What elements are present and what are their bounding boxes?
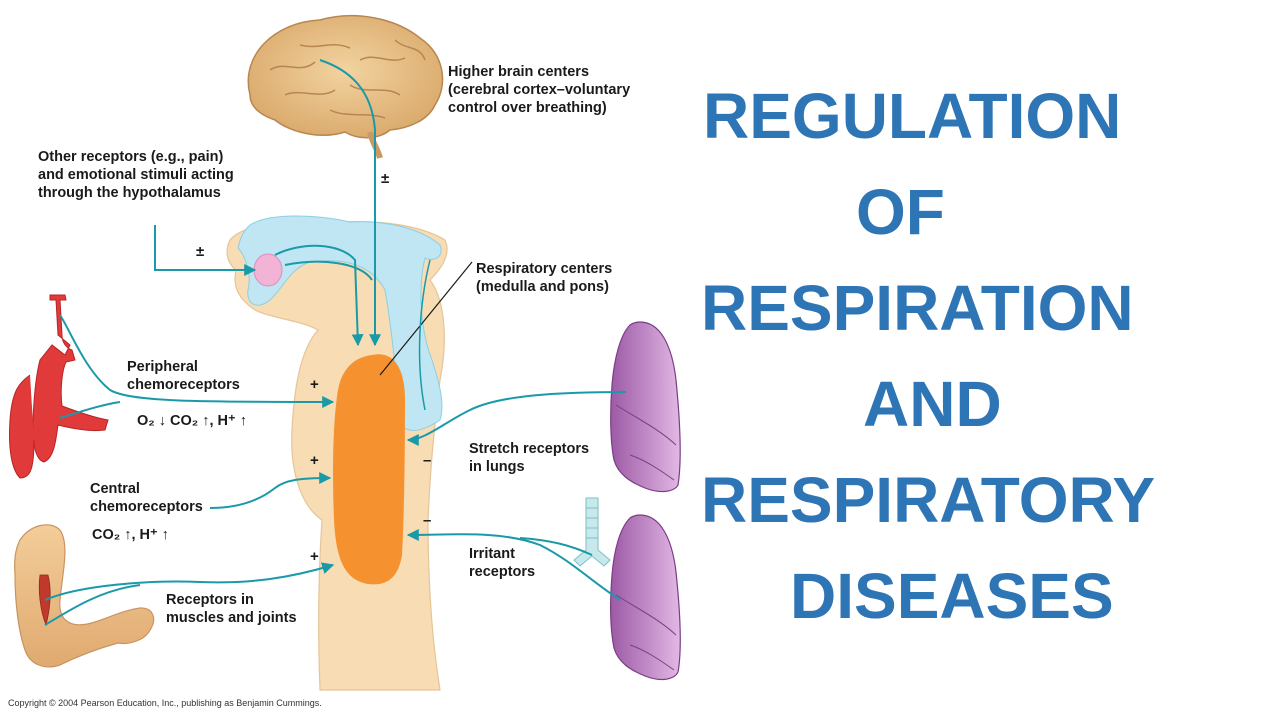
title-line-5: RESPIRATORY [701, 464, 1155, 536]
central-arrow [209, 472, 332, 509]
brain-icon [247, 14, 444, 159]
central-sign: + [310, 452, 319, 469]
trachea-icon [573, 497, 611, 567]
hypothalamus-sign: ± [196, 243, 205, 260]
other-receptors-label: Other receptors (e.g., pain) and emotion… [38, 149, 234, 201]
title-line-3: RESPIRATION [701, 272, 1134, 344]
brain-arrow [319, 59, 381, 347]
lower-lung-icon [610, 514, 681, 681]
peripheral-label: Peripheral chemoreceptors [127, 359, 240, 393]
respiratory-center [333, 354, 405, 585]
hypothalamus-to-center-arrow [274, 244, 364, 347]
title-line-4: AND [863, 368, 1002, 440]
arrows [44, 59, 627, 626]
stretch-label: Stretch receptors in lungs [469, 441, 590, 475]
artery-icon [9, 294, 109, 479]
stretch-sign: – [423, 452, 432, 469]
irritant-sign: – [423, 512, 432, 529]
muscles-label: Receptors in muscles and joints [166, 592, 297, 626]
respiratory-center-pointer [379, 261, 473, 376]
peripheral-sign: + [310, 376, 319, 393]
central-stimuli: CO₂ ↑, H⁺ ↑ [92, 527, 169, 543]
irritant-arrow [406, 528, 621, 601]
muscles-arrow [44, 562, 335, 601]
respiratory-centers-label: Respiratory centers (medulla and pons) [476, 261, 613, 295]
hypothalamus-arrow [154, 225, 257, 276]
title-line-1: REGULATION [703, 80, 1122, 152]
brain-sign: ± [381, 170, 390, 187]
title-line-2: OF [856, 176, 945, 248]
title-line-6: DISEASES [790, 560, 1114, 632]
central-label: Central chemoreceptors [90, 481, 203, 515]
muscles-sign: + [310, 548, 319, 565]
peripheral-stimuli: O₂ ↓ CO₂ ↑, H⁺ ↑ [137, 413, 247, 429]
copyright: Copyright © 2004 Pearson Education, Inc.… [8, 698, 322, 708]
peripheral-arrow [59, 314, 335, 408]
arm-icon [14, 524, 155, 668]
higher-brain-label: Higher brain centers (cerebral cortex–vo… [448, 64, 631, 116]
irritant-label: Irritant receptors [469, 546, 536, 580]
upper-lung-icon [610, 321, 681, 493]
stretch-arrow [406, 391, 627, 446]
